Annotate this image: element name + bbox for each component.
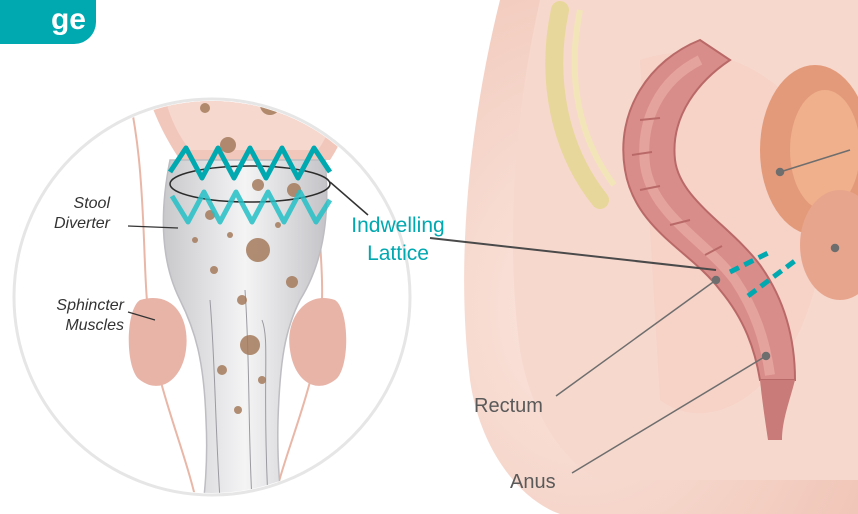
- stool-diverter-label: Stool Diverter: [26, 194, 110, 234]
- indwelling-lattice-line2: Lattice: [333, 240, 463, 268]
- rectum-label: Rectum: [474, 394, 543, 418]
- anus-label: Anus: [510, 470, 556, 494]
- indwelling-lattice-line1: Indwelling: [333, 212, 463, 240]
- sphincter-muscles-label: Sphincter Muscles: [22, 296, 124, 336]
- stool-diverter-line1: Stool: [26, 194, 110, 214]
- sphincter-muscles-line1: Sphincter: [22, 296, 124, 316]
- stool-diverter-line2: Diverter: [26, 214, 110, 234]
- pelvis-cross-section: [430, 0, 858, 514]
- header-tab: ge: [0, 0, 96, 44]
- sphincter-muscles-line2: Muscles: [22, 316, 124, 336]
- indwelling-lattice-label: Indwelling Lattice: [333, 212, 463, 268]
- header-tab-text: ge: [51, 3, 86, 36]
- magnified-view: [14, 40, 410, 514]
